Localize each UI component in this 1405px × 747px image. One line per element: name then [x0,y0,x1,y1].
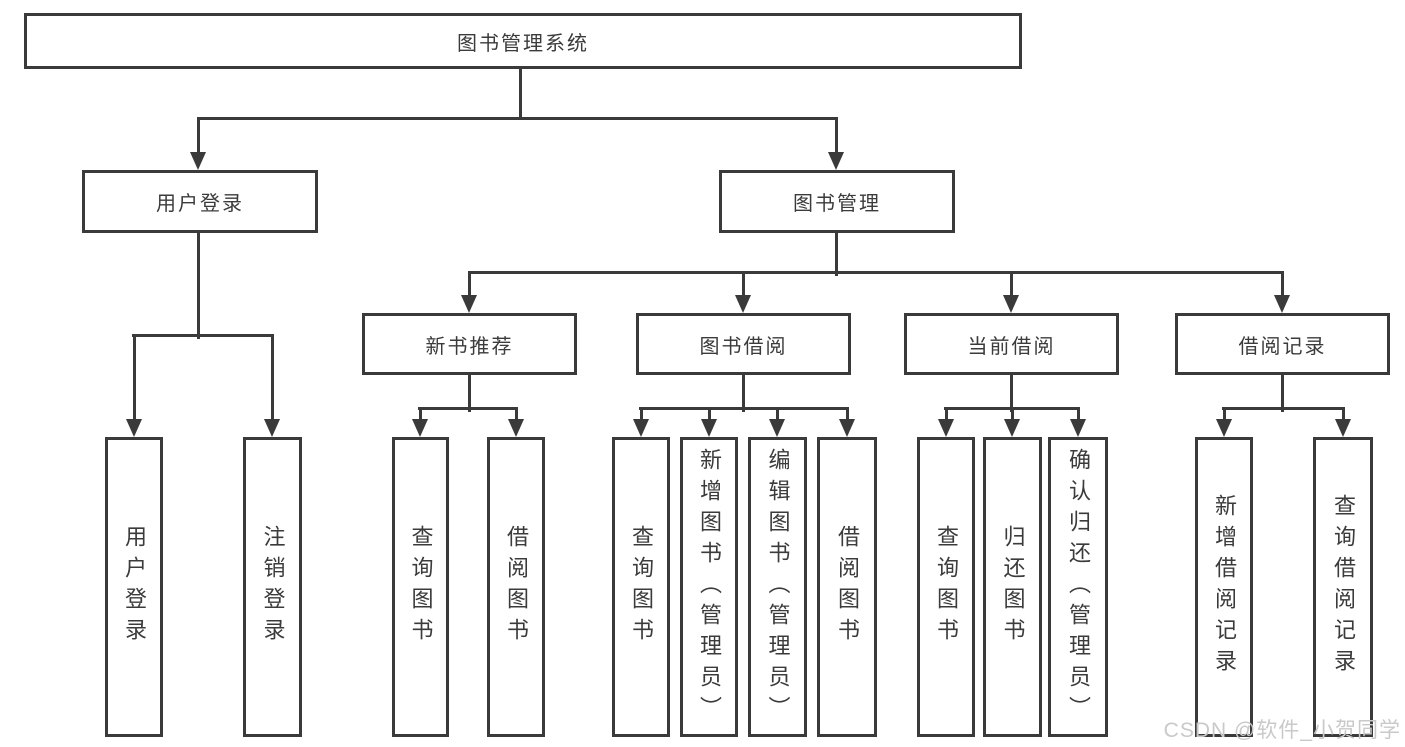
connector-line [1281,270,1284,297]
connector-line [742,270,745,297]
arrowhead-down-icon [735,295,751,313]
connector-line [776,406,779,421]
connector-line [1011,406,1014,421]
connector-line [468,373,471,412]
arrowhead-down-icon [1069,419,1086,437]
connector-line [514,406,518,421]
leaf-edit-books-admin: 编辑图书（管理员） [748,437,807,737]
arrowhead-down-icon [1334,419,1351,437]
node-label: 新书推荐 [425,335,514,358]
node-borrowing-records: 借阅记录 [1175,313,1390,375]
leaf-confirm-return-admin: 确认归还（管理员） [1048,437,1108,737]
leaf-query-books-current: 查询图书 [917,437,975,737]
arrowhead-down-icon [461,295,477,313]
leaf-return-books: 归还图书 [983,437,1042,737]
connector-line [835,231,838,276]
node-current-borrowing: 当前借阅 [904,313,1119,375]
arrowhead-down-icon [1004,419,1020,437]
connector-line [944,406,948,421]
connector-line [1222,406,1345,410]
arrowhead-down-icon [1003,295,1019,313]
connector-line [1010,373,1013,412]
connector-line [835,116,838,154]
node-book-borrowing: 图书借阅 [636,313,851,375]
connector-line [1010,270,1013,297]
arrowhead-down-icon [190,152,206,170]
leaf-logout: 注销登录 [243,437,302,737]
connector-line [639,406,849,410]
arrowhead-down-icon [838,419,855,437]
node-library-management-system: 图书管理系统 [24,13,1022,69]
connector-line [132,333,274,337]
arrowhead-down-icon [937,419,954,437]
arrowhead-down-icon [125,419,142,437]
arrowhead-down-icon [1274,295,1290,313]
node-user-login: 用户登录 [82,170,318,233]
node-label: 当前借阅 [967,335,1056,358]
leaf-borrow-books-recommend: 借阅图书 [487,437,545,737]
node-label: 用户登录 [156,193,244,215]
watermark: CSDN @软件_小贺同学 [1163,719,1401,742]
arrowhead-down-icon [412,419,428,437]
connector-line [419,406,422,421]
node-label: 图书管理系统 [457,32,589,55]
arrowhead-down-icon [632,419,649,437]
connector-line [742,373,745,412]
leaf-borrow-books-borrowing: 借阅图书 [817,437,877,737]
connector-line [271,333,274,421]
connector-line [468,270,471,297]
node-label: 借阅记录 [1238,335,1327,358]
arrowhead-down-icon [507,419,524,437]
connector-line [197,116,838,120]
node-new-book-recommendation: 新书推荐 [362,313,577,375]
arrowhead-down-icon [769,419,785,437]
connector-line [468,270,1284,274]
arrowhead-down-icon [700,419,717,437]
leaf-add-books-admin: 新增图书（管理员） [680,437,738,737]
connector-line [197,116,200,154]
arrowhead-down-icon [1215,419,1232,437]
connector-line [418,406,518,410]
leaf-query-books-borrowing: 查询图书 [612,437,670,737]
leaf-query-books-recommend: 查询图书 [392,437,449,737]
connector-line [1281,373,1284,412]
connector-line [845,406,849,421]
leaf-add-borrow-record: 新增借阅记录 [1195,437,1253,737]
node-label: 图书借阅 [699,335,788,358]
leaf-query-borrow-record: 查询借阅记录 [1313,437,1373,737]
connector-line [519,66,522,120]
connector-line [132,333,136,421]
connector-line [707,406,711,421]
connector-line [1076,406,1080,421]
arrowhead-down-icon [828,152,844,170]
arrowhead-down-icon [264,419,280,437]
node-label: 图书管理 [793,193,881,215]
connector-line [197,231,200,339]
connector-line [1341,406,1345,421]
connector-line [639,406,643,421]
node-book-management: 图书管理 [719,170,955,233]
connector-line [1222,406,1226,421]
leaf-user-login: 用户登录 [105,437,163,737]
